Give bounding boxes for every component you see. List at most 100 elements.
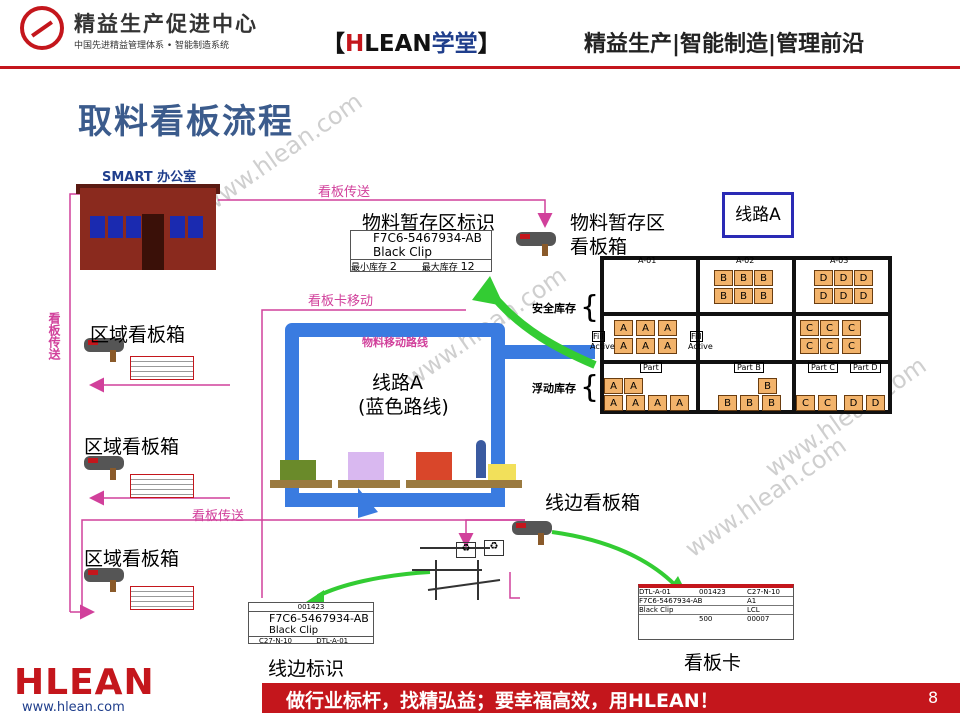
brand-h: H (345, 31, 365, 57)
route-arrow-icon (358, 488, 378, 518)
float-stock-bracket: { (580, 370, 600, 405)
brand-xuetang: 学堂 (431, 31, 478, 57)
lineside-code: 001423 (249, 603, 373, 612)
inventory-box: B (758, 378, 777, 394)
inventory-box: D (834, 270, 853, 286)
lineside-id-label: 线边标识 (268, 658, 345, 680)
part-c-label: Part C (808, 362, 838, 373)
inventory-box: A (658, 338, 677, 354)
kanban-transfer-left-label: 看板传送 (47, 312, 61, 360)
footer-url[interactable]: www.hlean.com (22, 700, 125, 715)
slot-a03: A-03 (830, 256, 849, 265)
material-route-label: 物料移动路线 (362, 336, 428, 349)
inventory-box: D (814, 288, 833, 304)
brand-lean: LEAN (364, 31, 432, 57)
staging-min-value: 2 (389, 260, 397, 273)
kc-r2c3: A1 (747, 597, 757, 605)
kanban-transfer-bottom-line (80, 519, 525, 620)
area-kanban-box-icon (84, 456, 124, 480)
area-box-label-2: 区域看板箱 (84, 436, 180, 458)
staging-box-label-2: 看板箱 (570, 236, 628, 258)
inventory-box: A (614, 338, 633, 354)
staging-max-label: 最大库存 (421, 263, 458, 273)
staging-min-label: 最小库存 (351, 263, 388, 273)
inventory-box: C (820, 320, 839, 336)
kc-r3c3: LCL (747, 606, 760, 614)
page-number: 8 (928, 688, 939, 707)
green-arrowhead-icon (472, 276, 504, 306)
pallet (406, 480, 468, 488)
inventory-box: B (754, 288, 773, 304)
recycle-icon: ♻ (456, 542, 476, 558)
brand-bracket-left: 【 (322, 31, 345, 57)
logo-subtitle: 中国先进精益管理体系 • 智能制造系统 (74, 41, 230, 51)
inventory-box: A (670, 395, 689, 411)
footer-bar (262, 683, 960, 713)
inventory-box: D (854, 270, 873, 286)
green-flow-to-lineside (317, 570, 431, 598)
tugger-cart (468, 480, 522, 488)
inventory-box: B (762, 395, 781, 411)
pallet (338, 480, 400, 488)
inventory-box: B (754, 270, 773, 286)
office-building-icon (80, 188, 216, 270)
float-stock-label: 浮动库存 (532, 382, 576, 395)
green-flow-to-card (551, 530, 677, 587)
staging-id-label: 物料暂存区标识 (362, 212, 496, 234)
material-route-line (285, 323, 595, 478)
footer-slogan: 做行业标杆，找精弘益；要幸福高效，用HLEAN！ (286, 690, 719, 712)
inventory-box: B (714, 288, 733, 304)
kanban-transfer-top-line (218, 199, 553, 228)
kanban-transfer-top-label: 看板传送 (318, 185, 371, 200)
area-card-table (130, 356, 194, 380)
area-kanban-box-icon (84, 338, 124, 362)
inventory-box: B (734, 270, 753, 286)
staging-id-card: F7C6-5467934-AB Black Clip 最小库存 2 最大库存 1… (350, 230, 492, 273)
kc-r4c2: 500 (699, 615, 713, 623)
inventory-box: C (818, 395, 837, 411)
inventory-box: D (866, 395, 885, 411)
brand-name: 【HLEAN学堂】 (322, 24, 501, 58)
route-a-subtitle: (蓝色路线) (358, 396, 449, 418)
page-title: 取料看板流程 (78, 102, 294, 142)
recycle-icon: ♻ (484, 540, 504, 556)
kanban-transfer-left-line (69, 193, 80, 612)
lineside-loc1: C27-N-10 (259, 637, 292, 645)
part-a-crate (416, 452, 452, 480)
lineside-rack (412, 547, 501, 600)
safety-stock-label: 安全库存 (532, 302, 576, 315)
lineside-part-no: F7C6-5467934-AB (269, 612, 369, 625)
area-card-table (130, 474, 194, 498)
kc-r4c3: 00007 (747, 615, 770, 623)
part-d-label: Part D (850, 362, 881, 373)
card-move-label: 看板卡移动 (308, 294, 374, 309)
lineside-id-card: 001423 F7C6-5467934-AB Black Clip C27-N-… (248, 602, 374, 645)
part-b-crate (280, 460, 316, 480)
inventory-box: C (800, 338, 819, 354)
kanban-card-label: 看板卡 (684, 652, 742, 674)
area-kanban-box-icon (84, 568, 124, 592)
header-divider (0, 66, 960, 69)
card-move-line (261, 309, 466, 598)
route-a-box: 线路A (722, 192, 794, 238)
active-label-2: Active (688, 342, 713, 351)
kanban-transfer-bottom-label: 看板传送 (192, 509, 245, 524)
operator-icon (476, 440, 486, 478)
inventory-box: A (636, 320, 655, 336)
inventory-box: A (614, 320, 633, 336)
area-box-label-3: 区域看板箱 (84, 548, 180, 570)
lineside-loc2: DTL-A-01 (316, 637, 349, 645)
kc-r1c1: DTL-A-01 (639, 588, 671, 596)
header-tagline: 精益生产|智能制造|管理前沿 (584, 32, 865, 57)
inventory-box: B (740, 395, 759, 411)
inventory-box: A (648, 395, 667, 411)
slot-a02: A-02 (736, 256, 755, 265)
kc-r2c1: F7C6-5467934-AB (639, 597, 703, 605)
staging-max-value: 12 (460, 260, 475, 273)
area-box-label-1: 区域看板箱 (90, 324, 186, 346)
inventory-box: B (718, 395, 737, 411)
inventory-box: A (658, 320, 677, 336)
lineside-kanban-box-icon (512, 521, 552, 545)
brand-logo-icon (20, 6, 64, 50)
